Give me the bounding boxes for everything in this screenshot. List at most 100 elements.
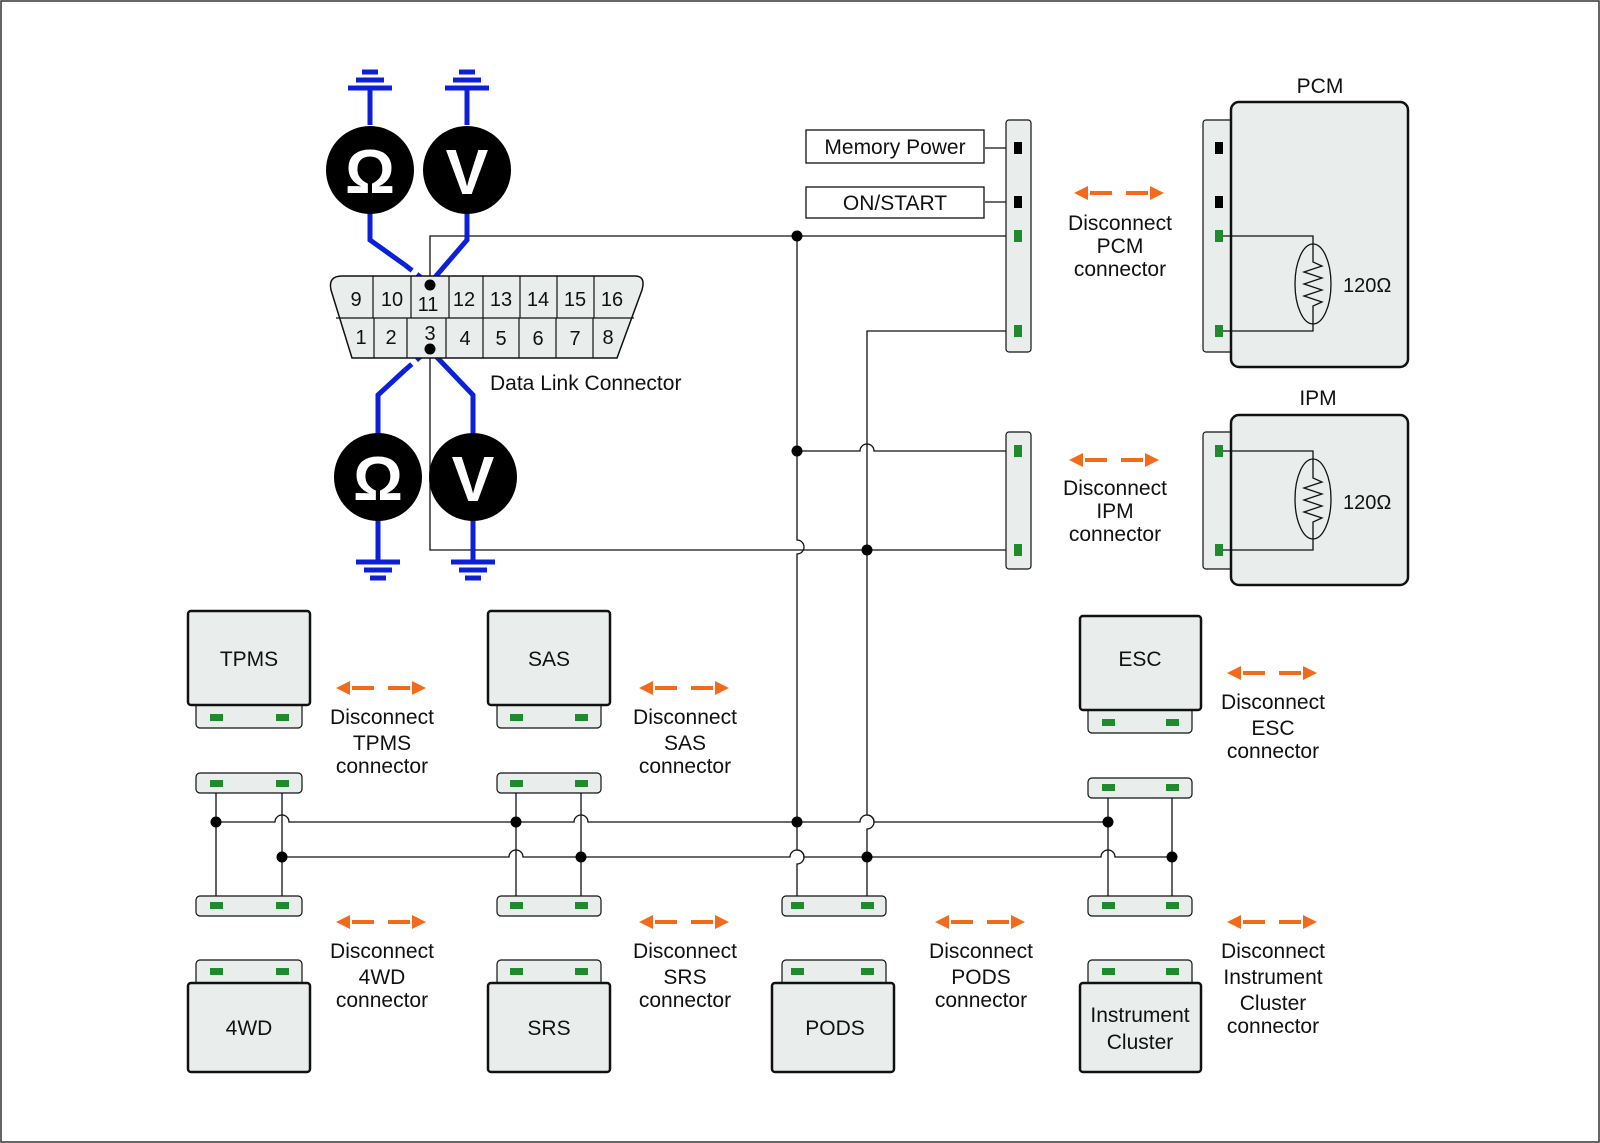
dlc-pin: 13 [490, 289, 512, 311]
dlc-pin: 11 [418, 294, 439, 316]
pcm-label: PCM [1297, 75, 1344, 98]
double-arrow-icon [1074, 186, 1164, 200]
instrument-cluster-module: Instrument Cluster [1078, 959, 1203, 1074]
dlc-pin: 8 [602, 327, 613, 349]
svg-text:TPMS: TPMS [220, 648, 278, 671]
dlc-pin: 5 [495, 328, 506, 350]
svg-text:SAS: SAS [528, 648, 570, 671]
dlc-pin: 10 [381, 289, 403, 311]
dlc-pin: 12 [453, 289, 475, 311]
probe-leads [367, 88, 476, 562]
svg-text:ESC: ESC [1118, 648, 1161, 671]
ohmmeter-upper: Ω [326, 126, 414, 214]
svg-text:connector: connector [336, 755, 428, 778]
pods-instruction: Disconnect PODS connector [929, 940, 1033, 1012]
tpms-harness-connector [195, 772, 303, 794]
ic-harness-connector [1087, 895, 1193, 917]
esc-module: ESC [1078, 614, 1203, 734]
svg-text:ON/START: ON/START [843, 192, 947, 215]
dlc-pin: 2 [385, 327, 396, 349]
svg-text:Disconnect: Disconnect [1063, 477, 1167, 500]
svg-text:connector: connector [639, 989, 731, 1012]
svg-text:SRS: SRS [527, 1017, 570, 1040]
on-start-box: ON/START [805, 186, 985, 219]
svg-text:connector: connector [1069, 523, 1161, 546]
svg-text:connector: connector [336, 989, 428, 1012]
data-link-connector: 9 10 11 12 13 14 15 16 1 2 3 4 5 6 7 8 D… [329, 275, 681, 395]
svg-text:4WD: 4WD [359, 966, 406, 989]
dlc-pin: 3 [424, 323, 435, 345]
double-arrow-icon [935, 915, 1025, 929]
svg-text:Cluster: Cluster [1240, 992, 1307, 1015]
svg-text:Disconnect: Disconnect [633, 706, 737, 729]
sas-harness-connector [496, 772, 602, 794]
memory-power-box: Memory Power [805, 129, 985, 164]
fwd-instruction: Disconnect 4WD connector [330, 940, 434, 1012]
disconnect-arrows [336, 186, 1317, 929]
double-arrow-icon [336, 915, 426, 929]
srs-harness-connector [496, 895, 602, 917]
double-arrow-icon [639, 915, 729, 929]
svg-text:ESC: ESC [1251, 717, 1294, 740]
ohm-icon: Ω [345, 138, 395, 207]
ground-icon [348, 69, 495, 581]
svg-text:PODS: PODS [805, 1017, 865, 1040]
ohmmeter-lower: Ω [334, 433, 422, 521]
svg-text:IPM: IPM [1096, 500, 1133, 523]
volt-icon: V [452, 443, 495, 515]
svg-text:connector: connector [1227, 1015, 1319, 1038]
dlc-pin: 16 [601, 289, 623, 311]
voltmeter-lower: V [429, 433, 517, 521]
fwd-harness-connector [195, 895, 303, 917]
instructions: Disconnect PCM connector Disconnect IPM … [330, 212, 1325, 1038]
svg-text:Disconnect: Disconnect [330, 706, 434, 729]
double-arrow-icon [1227, 915, 1317, 929]
tpms-module: TPMS [186, 609, 312, 729]
svg-text:connector: connector [639, 755, 731, 778]
svg-text:connector: connector [935, 989, 1027, 1012]
double-arrow-icon [1069, 453, 1159, 467]
voltmeter-upper: V [423, 126, 511, 214]
pods-module: PODS [770, 959, 896, 1074]
svg-text:Instrument: Instrument [1090, 1004, 1189, 1027]
volt-icon: V [446, 136, 489, 208]
double-arrow-icon [1227, 666, 1317, 680]
pcm-instruction: Disconnect PCM connector [1068, 212, 1172, 281]
srs-instruction: Disconnect SRS connector [633, 940, 737, 1012]
svg-text:Instrument: Instrument [1223, 966, 1322, 989]
esc-harness-connector [1087, 777, 1193, 799]
svg-text:connector: connector [1227, 740, 1319, 763]
dlc-pin: 1 [355, 327, 366, 349]
dlc-label: Data Link Connector [490, 372, 681, 395]
svg-text:Disconnect: Disconnect [1221, 940, 1325, 963]
ipm-label: IPM [1299, 387, 1336, 410]
esc-instruction: Disconnect ESC connector [1221, 691, 1325, 763]
srs-module: SRS [486, 959, 612, 1074]
svg-text:Disconnect: Disconnect [929, 940, 1033, 963]
svg-text:Disconnect: Disconnect [330, 940, 434, 963]
svg-text:PODS: PODS [951, 966, 1011, 989]
svg-text:connector: connector [1074, 258, 1166, 281]
ic-instruction: Disconnect Instrument Cluster connector [1221, 940, 1325, 1038]
svg-text:TPMS: TPMS [353, 732, 411, 755]
svg-text:PCM: PCM [1097, 235, 1144, 258]
resistor-label: 120Ω [1343, 492, 1391, 514]
dlc-pin: 6 [532, 328, 543, 350]
sas-module: SAS [486, 609, 612, 729]
tpms-instruction: Disconnect TPMS connector [330, 706, 434, 778]
ipm-instruction: Disconnect IPM connector [1063, 477, 1167, 546]
svg-text:4WD: 4WD [226, 1017, 273, 1040]
resistor-label: 120Ω [1343, 275, 1391, 297]
svg-text:SRS: SRS [663, 966, 706, 989]
ipm-module: IPM 120Ω [1202, 387, 1410, 587]
dlc-pin: 14 [527, 289, 549, 311]
svg-text:Disconnect: Disconnect [633, 940, 737, 963]
svg-text:SAS: SAS [664, 732, 706, 755]
ipm-harness-connector [1005, 431, 1032, 570]
fwd-module: 4WD [186, 959, 312, 1074]
svg-text:Disconnect: Disconnect [1221, 691, 1325, 714]
bus-wires [215, 147, 1173, 906]
dlc-pin: 15 [564, 289, 586, 311]
